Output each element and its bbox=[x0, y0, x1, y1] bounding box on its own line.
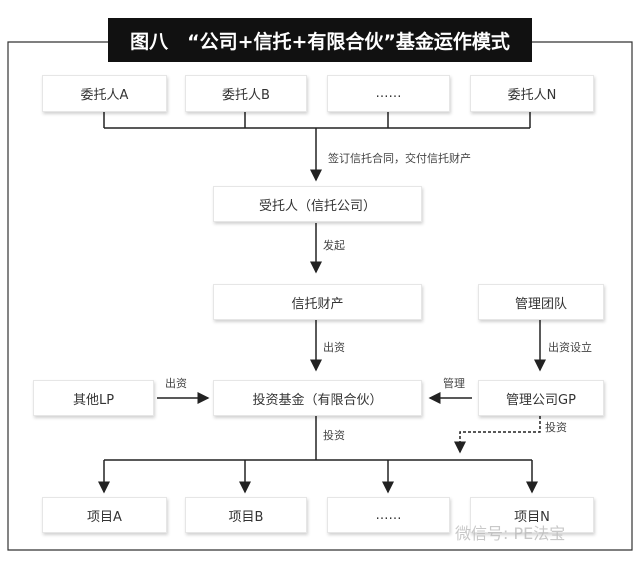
manage-label: 管理 bbox=[443, 377, 465, 390]
project-b-box: 项目B bbox=[185, 497, 307, 533]
diagram-title: 图八 “公司+信托+有限合伙”基金运作模式 bbox=[108, 18, 532, 62]
invest-fund-label: 投资 bbox=[323, 429, 345, 442]
contribute-lp-label: 出资 bbox=[165, 377, 187, 390]
project-n-box: 项目N bbox=[470, 497, 594, 533]
trustor-b-box: 委托人B bbox=[185, 75, 307, 112]
contribute-setup-label: 出资设立 bbox=[548, 341, 592, 354]
other-lp-box: 其他LP bbox=[33, 380, 154, 416]
gp-box: 管理公司GP bbox=[478, 380, 604, 416]
initiate-label: 发起 bbox=[323, 239, 345, 252]
outer-frame bbox=[7, 41, 633, 551]
project-a-box: 项目A bbox=[42, 497, 167, 533]
contribute-trust-label: 出资 bbox=[323, 341, 345, 354]
management-team-box: 管理团队 bbox=[478, 284, 604, 320]
watermark: 微信号: PE法宝 bbox=[455, 524, 566, 543]
trustee-box: 受托人（信托公司） bbox=[213, 186, 422, 222]
trustor-ellipsis-box: …… bbox=[327, 75, 450, 112]
sign-contract-label: 签订信托合同，交付信托财产 bbox=[328, 152, 471, 165]
trust-property-box: 信托财产 bbox=[213, 284, 422, 320]
trustor-a-box: 委托人A bbox=[42, 75, 167, 112]
fund-box: 投资基金（有限合伙） bbox=[213, 380, 422, 416]
invest-gp-label: 投资 bbox=[545, 421, 567, 434]
trustor-n-box: 委托人N bbox=[470, 75, 594, 112]
project-ellipsis-box: …… bbox=[327, 497, 450, 533]
